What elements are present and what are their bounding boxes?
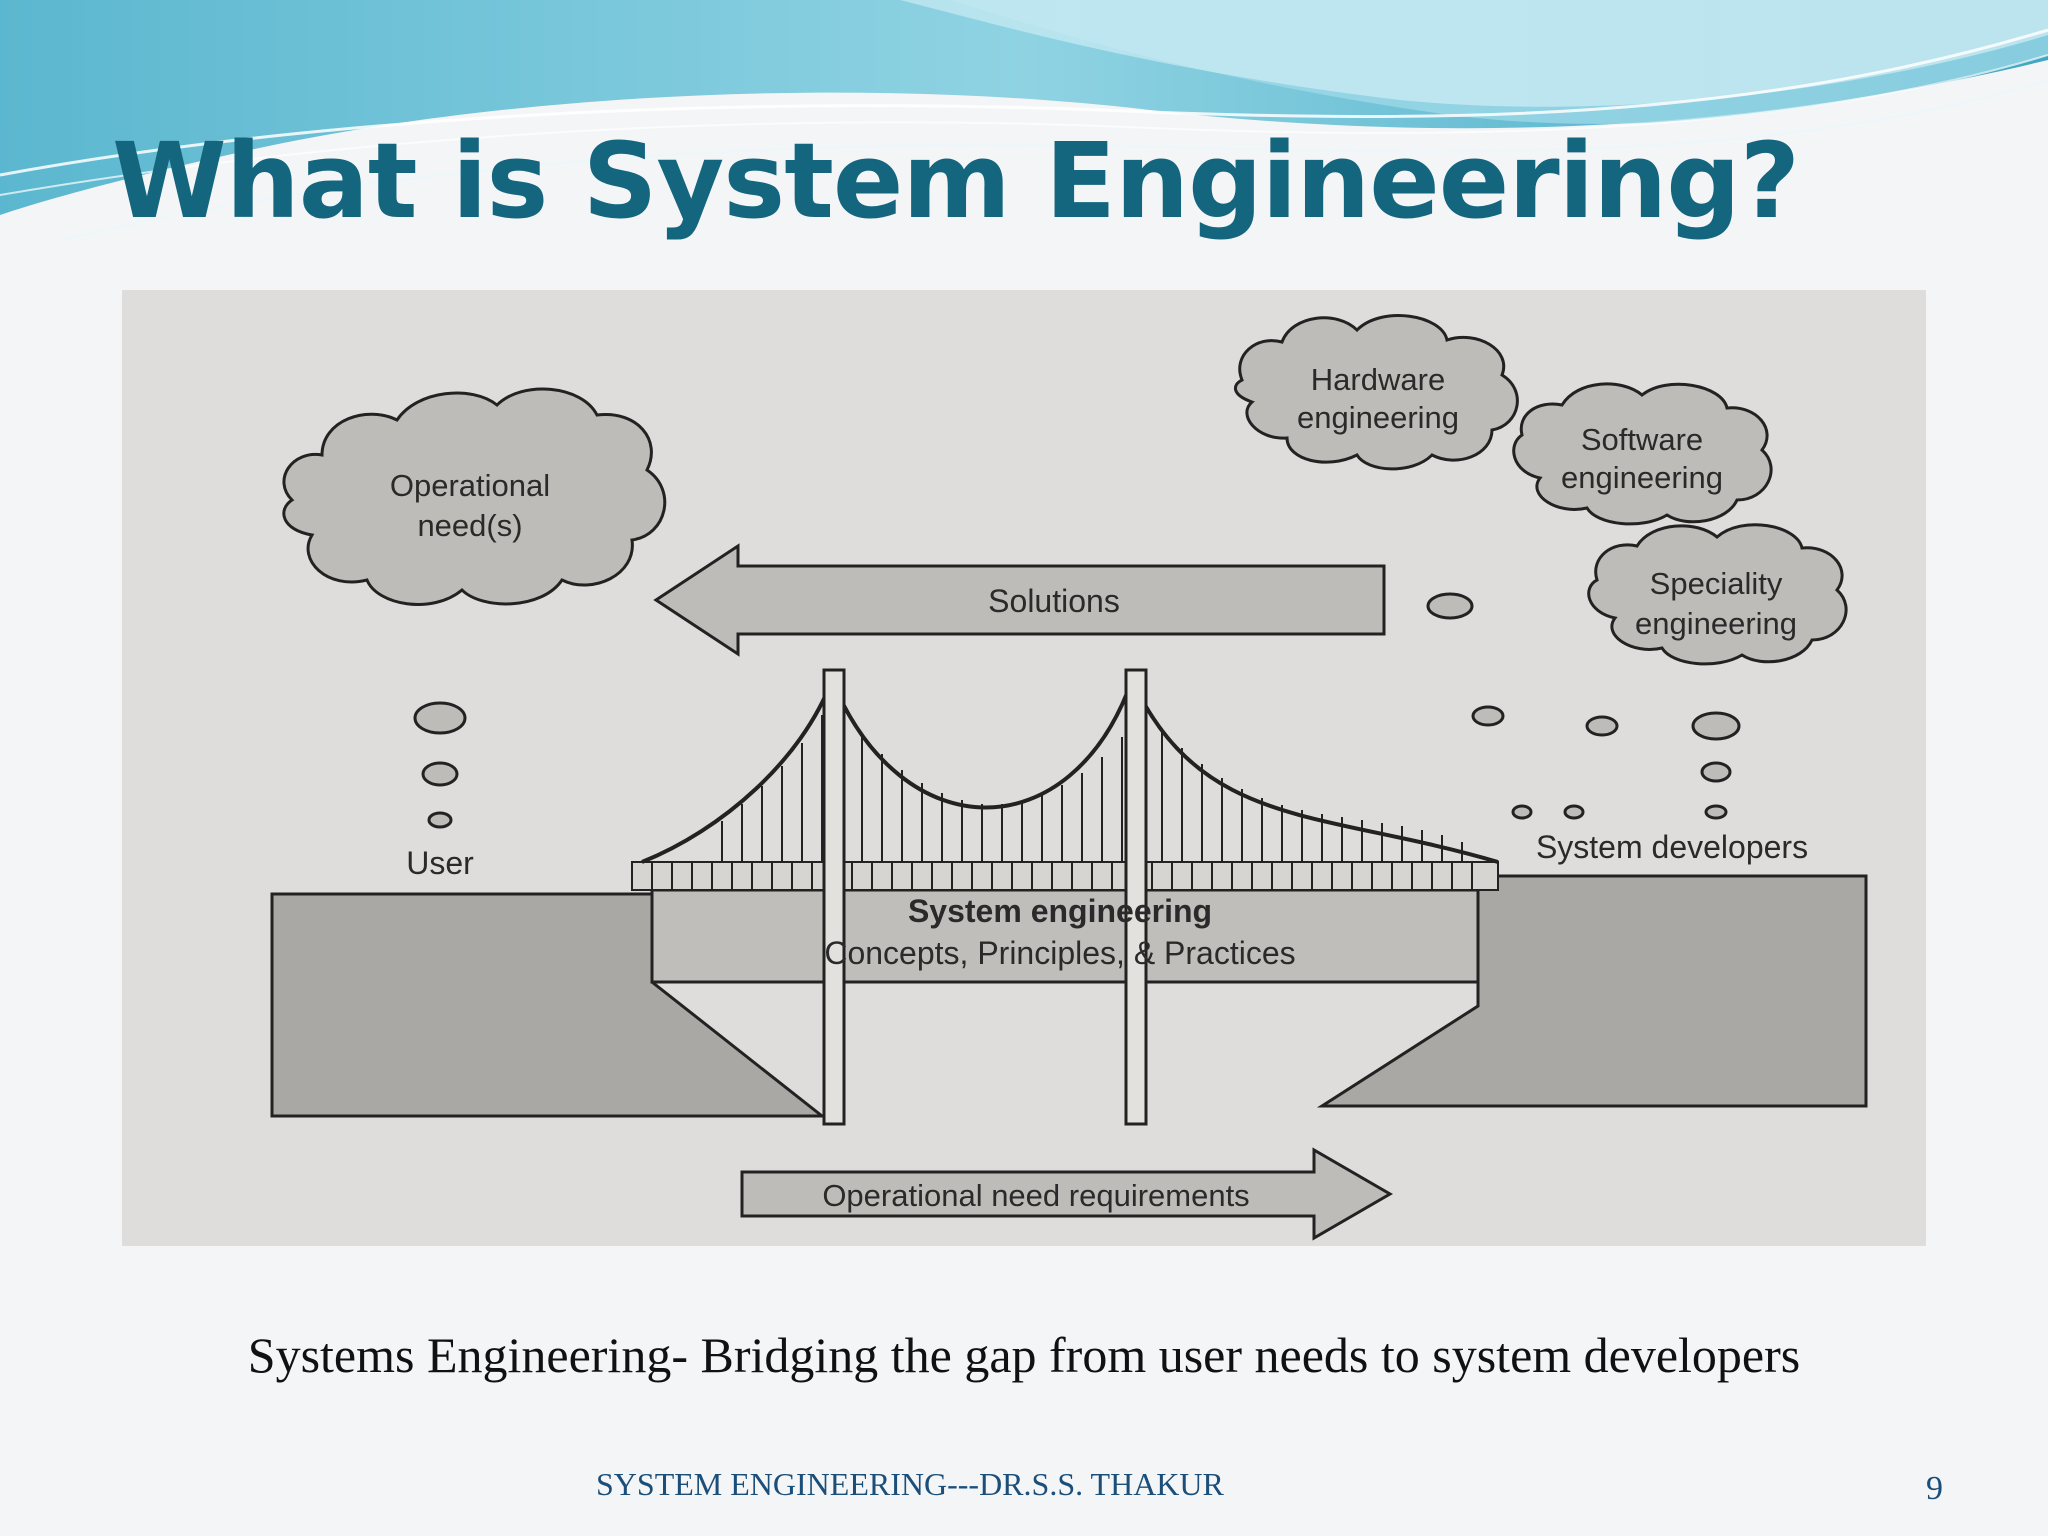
thought-bubble bbox=[427, 811, 453, 829]
bridge-railing bbox=[631, 861, 1499, 891]
slide-caption: Systems Engineering- Bridging the gap fr… bbox=[247, 1327, 1801, 1383]
bridge-cable bbox=[641, 674, 1499, 864]
speciality-line1: Speciality bbox=[1650, 566, 1783, 601]
bridge-suspenders bbox=[721, 713, 1463, 862]
page-number: 9 bbox=[1926, 1470, 1943, 1507]
thought-bubble bbox=[1691, 711, 1741, 741]
thought-bubble bbox=[1511, 804, 1533, 820]
requirements-label: Operational need requirements bbox=[822, 1178, 1249, 1213]
operational-need-line1: Operational bbox=[390, 468, 550, 503]
thought-bubble bbox=[1563, 804, 1585, 820]
thought-bubble bbox=[1471, 705, 1505, 727]
thought-bubble bbox=[1704, 804, 1728, 820]
operational-need-cloud: Operational need(s) bbox=[282, 387, 667, 606]
hardware-engineering-cloud: Hardware engineering bbox=[1234, 314, 1519, 471]
bridge-subtitle: Concepts, Principles, & Practices bbox=[824, 935, 1295, 971]
requirements-arrow bbox=[740, 1147, 1393, 1241]
operational-need-line2: need(s) bbox=[417, 508, 522, 543]
bridge-tower-right bbox=[1124, 668, 1148, 1126]
thought-bubble bbox=[1700, 761, 1732, 783]
speciality-engineering-cloud: Speciality engineering bbox=[1587, 523, 1848, 666]
thought-bubble bbox=[1585, 715, 1619, 737]
slide-title: What is System Engineering? bbox=[112, 120, 1800, 242]
solutions-arrow bbox=[653, 543, 1386, 657]
software-engineering-cloud: Software engineering bbox=[1512, 382, 1773, 526]
right-bank bbox=[1316, 874, 1868, 1108]
speciality-line2: engineering bbox=[1635, 606, 1797, 641]
left-bank bbox=[270, 892, 827, 1118]
hardware-line2: engineering bbox=[1297, 400, 1459, 435]
header-wave-decoration bbox=[0, 0, 2048, 240]
thought-bubble bbox=[413, 701, 467, 735]
solutions-label: Solutions bbox=[988, 583, 1120, 619]
user-label: User bbox=[406, 845, 474, 881]
system-developers-label: System developers bbox=[1536, 829, 1808, 865]
bridge-tower-left bbox=[822, 668, 846, 1126]
hardware-line1: Hardware bbox=[1311, 362, 1445, 397]
software-line1: Software bbox=[1581, 422, 1703, 457]
thought-bubble bbox=[421, 761, 459, 787]
bridge-diagram: System engineering Concepts, Principles,… bbox=[122, 290, 1926, 1246]
bridge-title: System engineering bbox=[908, 893, 1212, 929]
thought-bubble bbox=[1426, 592, 1474, 620]
software-line2: engineering bbox=[1561, 460, 1723, 495]
slide-footer: SYSTEM ENGINEERING---DR.S.S. THAKUR bbox=[596, 1466, 1224, 1502]
